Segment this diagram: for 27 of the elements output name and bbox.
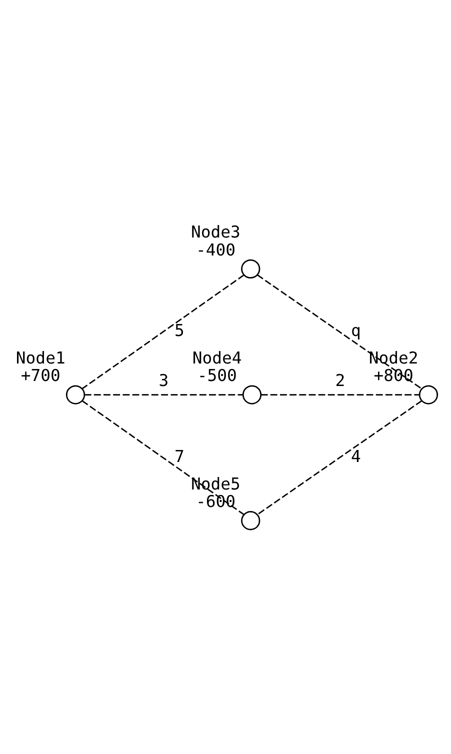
connector [81, 274, 244, 390]
edge-label: 2 [334, 371, 345, 390]
node-circle [418, 385, 438, 404]
edge-label: 7 [174, 446, 184, 466]
node-label: Node2 [368, 348, 418, 368]
node-label: Node4 [192, 348, 242, 368]
node-circle [240, 259, 260, 278]
node-circle [242, 385, 262, 404]
node-label: Node1 [15, 348, 65, 368]
connector [84, 394, 242, 396]
node-circle [65, 385, 85, 404]
node-label: Node3 [190, 222, 240, 242]
node-circle [240, 511, 260, 530]
node-label: -500 [196, 366, 236, 386]
edge-label: 4 [350, 446, 360, 466]
node-label: -400 [195, 240, 235, 260]
edge-label: 5 [174, 321, 184, 340]
edge-label: q [350, 321, 360, 340]
connector [81, 400, 244, 516]
connector [256, 274, 422, 390]
node-label: +800 [373, 366, 413, 386]
edge-label: 3 [158, 371, 168, 390]
node-label: Node5 [190, 474, 240, 494]
node-label: +700 [20, 366, 60, 386]
connector [260, 394, 419, 396]
node-label: -600 [195, 492, 235, 512]
connector [256, 400, 422, 516]
